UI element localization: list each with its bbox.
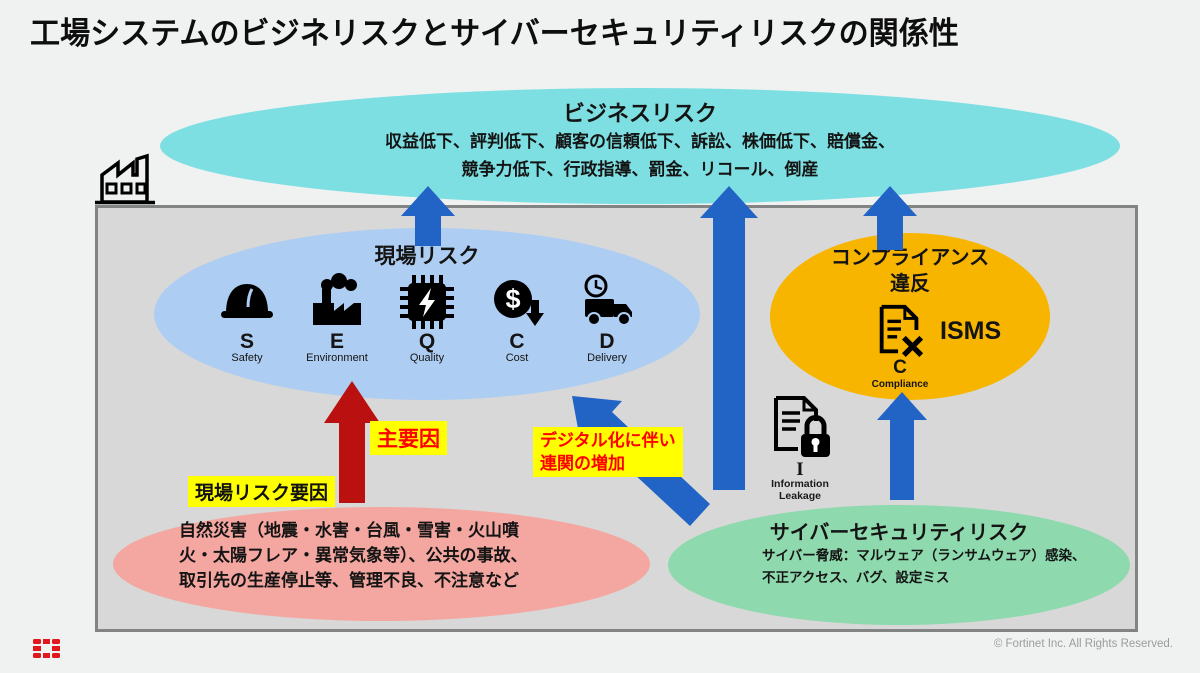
cyber-risk-line: サイバー脅威：マルウェア（ランサムウェア）感染、	[762, 548, 1086, 563]
copyright-text: © Fortinet Inc. All Rights Reserved.	[993, 638, 1173, 650]
digital-line: デジタル化に伴い	[540, 431, 676, 450]
seqcd-letter: E	[329, 330, 344, 353]
truck-clock-icon	[584, 274, 632, 326]
seqcd-row: S Safety E Environment	[154, 273, 700, 365]
main-factor-label: 主要因	[370, 421, 447, 455]
seqcd-label: Safety	[231, 352, 263, 364]
information-leakage-label: Information	[771, 478, 829, 490]
field-risk-title: 現場リスク	[374, 245, 480, 268]
digital-increase-label: デジタル化に伴い 連関の増加	[533, 427, 683, 477]
field-risk-factor-label: 現場リスク要因	[188, 476, 336, 507]
cyber-risk-text: サイバー脅威：マルウェア（ランサムウェア）感染、 不正アクセス、バグ、設定ミス	[762, 545, 1085, 589]
chip-icon	[400, 275, 454, 329]
document-lock-icon	[774, 396, 830, 457]
seqcd-item-delivery: D Delivery	[571, 273, 643, 365]
factory-outline-icon	[95, 153, 155, 205]
compliance-letter: C	[893, 357, 907, 378]
field-risk-causes-ellipse: 自然災害（地震・水害・台風・雪害・火山噴 火・太陽フレア・異常気象等）、公共の事…	[113, 507, 650, 621]
seqcd-letter: D	[599, 330, 615, 353]
seqcd-label: Delivery	[587, 352, 627, 364]
business-risk-line: 競争力低下、行政指導、罰金、リコール、倒産	[461, 160, 819, 179]
compliance-ellipse: コンプライアンス 違反 C Compliance ISMS	[770, 233, 1050, 400]
compliance-title: 違反	[890, 273, 930, 295]
seqcd-letter: C	[509, 330, 525, 353]
page-title: 工場システムのビジネリスクとサイバーセキュリティリスクの関係性	[30, 16, 959, 51]
svg-text:$: $	[505, 284, 520, 314]
business-risk-line: 収益低下、評判低下、顧客の信頼低下、訴訟、株価低下、賠償金、	[385, 132, 895, 151]
seqcd-item-quality: Q Quality	[391, 273, 463, 365]
causes-line: 自然災害（地震・水害・台風・雪害・火山噴	[179, 521, 519, 540]
digital-line: 連関の増加	[540, 454, 625, 473]
cost-down-icon: $	[494, 280, 544, 326]
seqcd-letter: S	[239, 330, 254, 353]
compliance-title: コンプライアンス	[830, 247, 990, 269]
causes-line: 取引先の生産停止等、管理不良、不注意など	[179, 571, 519, 590]
business-risk-ellipse: ビジネスリスク 収益低下、評判低下、顧客の信頼低下、訴訟、株価低下、賠償金、 競…	[160, 88, 1120, 204]
isms-label: ISMS	[940, 317, 1002, 345]
seqcd-item-safety: S Safety	[211, 273, 283, 365]
cyber-risk-line: 不正アクセス、バグ、設定ミス	[762, 570, 950, 585]
helmet-icon	[221, 284, 273, 318]
document-x-icon	[879, 304, 924, 358]
cyber-risk-title: サイバーセキュリティリスク	[769, 522, 1029, 544]
business-risk-title: ビジネスリスク	[562, 101, 717, 126]
seqcd-item-cost: $ C Cost	[481, 273, 553, 365]
field-risk-ellipse: 現場リスク S Safety E Environment	[154, 228, 700, 400]
seqcd-item-environment: E Environment	[301, 273, 373, 365]
information-leakage: I Information Leakage	[740, 395, 860, 502]
seqcd-letter: Q	[418, 330, 436, 353]
information-leakage-label: Leakage	[778, 490, 822, 502]
seqcd-label: Quality	[409, 352, 445, 364]
cyber-risk-ellipse: サイバーセキュリティリスク サイバー脅威：マルウェア（ランサムウェア）感染、 不…	[668, 505, 1130, 625]
information-leakage-letter: I	[796, 459, 804, 480]
causes-line: 火・太陽フレア・異常気象等）、公共の事故、	[179, 546, 528, 565]
fortinet-logo-icon	[33, 639, 60, 658]
factory-smoke-icon	[313, 273, 361, 325]
seqcd-label: Cost	[505, 352, 529, 364]
field-risk-causes-text: 自然災害（地震・水害・台風・雪害・火山噴 火・太陽フレア・異常気象等）、公共の事…	[179, 518, 528, 593]
seqcd-label: Environment	[306, 352, 368, 364]
compliance-label: Compliance	[871, 379, 929, 390]
